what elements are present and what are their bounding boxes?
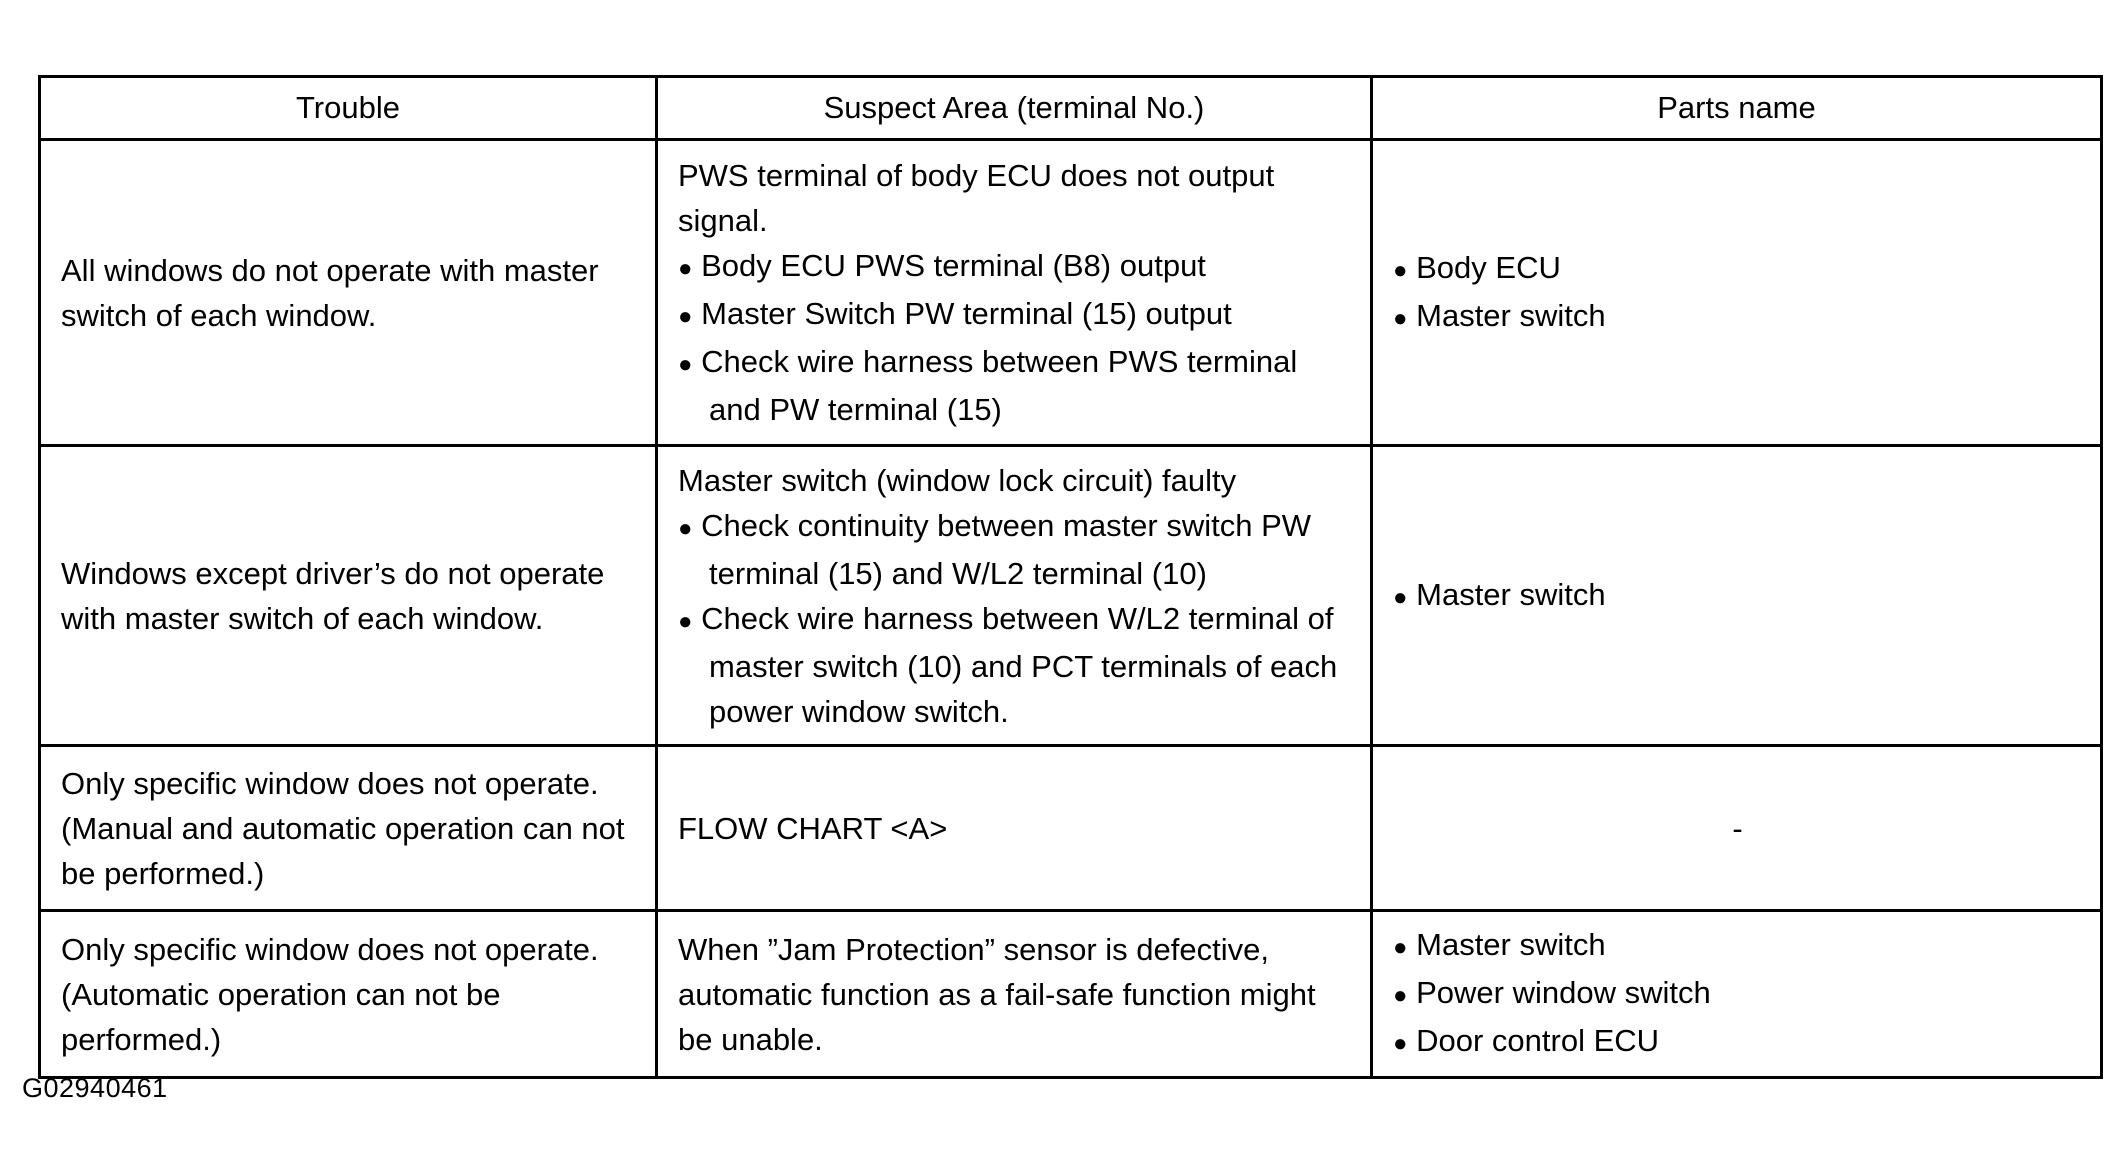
- suspect-intro-text: Master switch (window lock circuit) faul…: [678, 462, 1237, 498]
- parts-bullet-item: ● Master switch: [1393, 293, 2082, 341]
- cell-suspect-area: PWS terminal of body ECU does not output…: [655, 138, 1373, 447]
- trouble-text: Windows except driver’s do not operate w…: [61, 555, 605, 636]
- cell-trouble: Windows except driver’s do not operate w…: [38, 444, 658, 747]
- table-header-row: Trouble Suspect Area (terminal No.) Part…: [38, 75, 2103, 141]
- cell-trouble: Only specific window does not operate. (…: [38, 909, 658, 1079]
- cell-parts-name: -: [1370, 744, 2103, 912]
- cell-parts-name: ● Body ECU ● Master switch: [1370, 138, 2103, 447]
- suspect-bullet-text: Body ECU PWS terminal (B8) output: [701, 248, 1206, 283]
- column-header-suspect-area: Suspect Area (terminal No.): [655, 75, 1373, 141]
- bullet-icon: ●: [1393, 304, 1408, 332]
- parts-bullet-text: Door control ECU: [1416, 1023, 1660, 1058]
- cell-parts-name: ● Master switch: [1370, 444, 2103, 747]
- figure-id-label: G02940461: [22, 1073, 168, 1103]
- suspect-bullet-item: ● Check wire harness between W/L2 termin…: [678, 596, 1352, 734]
- bullet-icon: ●: [678, 514, 693, 542]
- suspect-bullet-text: Check wire harness between PWS terminal …: [701, 344, 1298, 427]
- cell-trouble: Only specific window does not operate. (…: [38, 744, 658, 912]
- parts-bullet-item: ● Power window switch: [1393, 970, 2082, 1018]
- bullet-icon: ●: [678, 255, 693, 282]
- trouble-text: Only specific window does not operate. (…: [61, 765, 625, 891]
- suspect-intro-text: FLOW CHART <A>: [678, 810, 948, 846]
- cell-parts-name: ● Master switch ● Power window switch ● …: [1370, 909, 2103, 1079]
- cell-trouble: All windows do not operate with master s…: [38, 138, 658, 447]
- table-header: Trouble Suspect Area (terminal No.) Part…: [38, 75, 2103, 141]
- suspect-bullet-item: ● Body ECU PWS terminal (B8) output: [678, 243, 1352, 291]
- suspect-bullet-item: ● Master Switch PW terminal (15) output: [678, 291, 1352, 339]
- troubleshooting-table: Trouble Suspect Area (terminal No.) Part…: [38, 75, 2103, 1079]
- cell-suspect-area: FLOW CHART <A>: [655, 744, 1373, 912]
- table-body: All windows do not operate with master s…: [38, 138, 2103, 1079]
- parts-bullet-text: Power window switch: [1416, 975, 1711, 1010]
- parts-bullet-text: Master switch: [1416, 927, 1606, 962]
- suspect-bullet-text: Check continuity between master switch P…: [701, 507, 1312, 591]
- suspect-bullet-text: Check wire harness between W/L2 terminal…: [701, 600, 1338, 729]
- bullet-icon: ●: [1393, 934, 1408, 961]
- table-row: Only specific window does not operate. (…: [38, 909, 2103, 1079]
- bullet-icon: ●: [678, 607, 693, 635]
- suspect-intro-text: When ”Jam Protection” sensor is defectiv…: [678, 931, 1316, 1057]
- parts-bullet-item: ● Body ECU: [1393, 245, 2082, 293]
- parts-bullet-text: Body ECU: [1416, 249, 1561, 285]
- table-row: All windows do not operate with master s…: [38, 138, 2103, 447]
- parts-bullet-item: ● Master switch: [1393, 922, 2082, 970]
- cell-suspect-area: When ”Jam Protection” sensor is defectiv…: [655, 909, 1373, 1079]
- suspect-bullet-item: ● Check wire harness between PWS termina…: [678, 339, 1352, 432]
- cell-suspect-area: Master switch (window lock circuit) faul…: [655, 444, 1373, 747]
- parts-bullet-item: ● Door control ECU: [1393, 1018, 2082, 1066]
- parts-bullet-item: ● Master switch: [1393, 572, 2082, 620]
- bullet-icon: ●: [1393, 1030, 1408, 1057]
- bullet-icon: ●: [1393, 583, 1408, 611]
- table-row: Only specific window does not operate. (…: [38, 744, 2103, 912]
- parts-bullet-text: Master switch: [1416, 297, 1606, 333]
- table-row: Windows except driver’s do not operate w…: [38, 444, 2103, 747]
- column-header-parts-name: Parts name: [1370, 75, 2103, 141]
- trouble-text: All windows do not operate with master s…: [61, 252, 599, 333]
- trouble-text: Only specific window does not operate. (…: [61, 931, 599, 1057]
- column-header-trouble: Trouble: [38, 75, 658, 141]
- bullet-icon: ●: [678, 351, 693, 378]
- parts-placeholder-text: -: [1732, 810, 1743, 846]
- parts-bullet-text: Master switch: [1416, 576, 1606, 612]
- suspect-bullet-text: Master Switch PW terminal (15) output: [701, 296, 1232, 331]
- suspect-intro-text: PWS terminal of body ECU does not output…: [678, 158, 1275, 238]
- suspect-bullet-item: ● Check continuity between master switch…: [678, 503, 1352, 596]
- bullet-icon: ●: [678, 303, 693, 330]
- bullet-icon: ●: [1393, 256, 1408, 284]
- bullet-icon: ●: [1393, 982, 1408, 1009]
